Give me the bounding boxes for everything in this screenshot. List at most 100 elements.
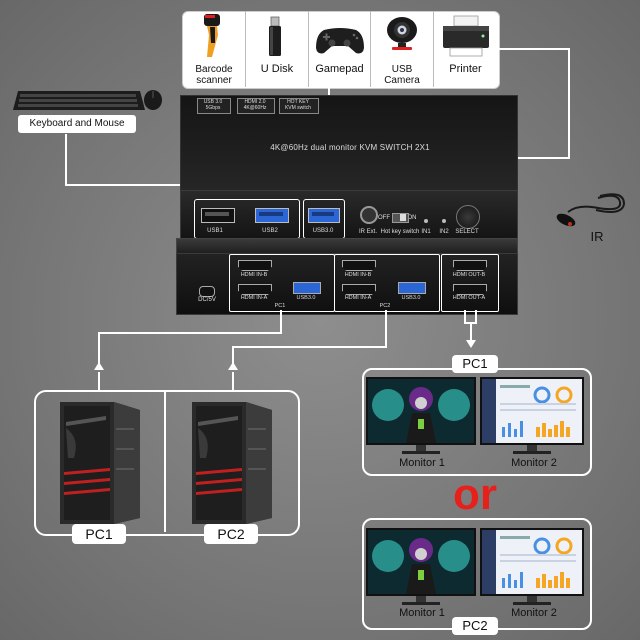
connector-line [98,372,100,390]
pc1-hdmi-a-label: HDMI IN-A [240,295,268,301]
connector-line [232,346,387,348]
printer-icon [443,15,489,57]
pc2-hdmi-a-label: HDMI IN-A [344,295,372,301]
connector-line [98,332,282,334]
pc2-hdmi-b-port [342,260,376,271]
dc-jack [199,286,215,297]
arrow-up-icon [228,362,238,370]
monitor-1-label: Monitor 1 [399,457,445,469]
usb3-label: USB3.0 [312,228,334,234]
gamepad-icon [316,28,364,54]
hotkey-switch-knob [400,214,406,221]
connector-line [464,310,466,324]
keyboard-icon [13,91,145,110]
hdmi-out-a-port [453,284,487,295]
gamepad-label: Gamepad [315,63,364,75]
divider [370,11,371,87]
ir-label: IR [590,229,604,244]
spec-badge [197,98,231,114]
barcode-scanner-icon [204,14,220,57]
usb2-label: USB2 [262,228,278,234]
spec-badge-bottom: 4K@60Hz [243,105,267,111]
connector-line [568,49,570,159]
hdmi-out-b-label: HDMI OUT-B [452,272,486,278]
dc-label: DC/5V [198,297,216,303]
select-button[interactable] [456,205,480,229]
in1-led [424,219,428,223]
switch-off-label: OFF [378,215,390,221]
hdmi-out-outline [441,254,499,312]
pc2-hdmi-a-port [342,284,376,295]
hdmi-out-b-port [453,260,487,271]
divider [308,11,309,87]
pc1-hdmi-a-port [238,284,272,295]
monitor-1-icon [366,377,476,454]
ir-ext-jack [360,206,378,224]
monitor-2-icon [480,377,584,454]
pc2-usb-label: USB3.0 [401,295,421,301]
kvm-title: 4K@60Hz dual monitor KVM SWITCH 2X1 [270,143,430,152]
pc1-label: PC1 [72,524,126,544]
pc2-ports-label: PC2 [379,303,391,309]
pc1-hdmi-b-port [238,260,272,271]
switch-on-label: ON [407,215,417,221]
monitor-1-icon [366,528,476,605]
keyboard-label-box [18,115,136,133]
keyboard-label: Keyboard and Mouse [29,118,125,129]
connector-line [498,48,570,50]
udisk-label: U Disk [260,63,294,75]
pc2-hdmi-b-label: HDMI IN-B [344,272,372,278]
pc2-usb-port [398,282,426,294]
hotkey-label: Hot key switch [380,229,420,235]
connector-line [98,332,100,366]
spec-badge [237,98,275,114]
arrow-down-icon [466,340,476,348]
pc2-ports-outline [334,254,440,312]
monitor-2-label: Monitor 2 [511,607,557,619]
barcode-scanner-label: Barcode scanner [195,64,233,86]
hdmi-out-a-label: HDMI OUT-A [452,295,486,301]
webcam-icon [387,17,417,50]
divider [245,11,246,87]
pc1-hdmi-b-label: HDMI IN-B [240,272,268,278]
usb1-label: USB1 [207,228,223,234]
spec-badge-bottom: KVM switch [284,105,312,111]
connector-line [470,322,472,342]
pc1-ports-label: PC1 [274,303,286,309]
in1-label: IN1 [421,229,431,235]
pc-panel-divider [164,390,166,532]
usb3-port-tongue [312,212,334,216]
pc2-label: PC2 [204,524,258,544]
connector-line [385,310,387,334]
spec-badge-bottom: 5Gbps [205,105,221,111]
printer-label: Printer [449,63,482,75]
in2-label: IN2 [439,229,449,235]
in2-led [442,219,446,223]
divider [433,11,434,87]
pc1-usb-label: USB3.0 [296,295,316,301]
pc-panel [34,390,300,536]
usb2-port-tongue [259,212,283,216]
select-label: SELECT [455,229,479,235]
connector-line [475,310,477,324]
connector-line [232,346,234,366]
monitor-group-2-label: PC2 [452,617,498,635]
monitor-group-1-label: PC1 [452,355,498,373]
pc2-tower-icon [192,402,272,524]
connector-line [280,310,282,334]
pc1-tower-icon [60,402,140,524]
spec-badge-top: HOT KEY [287,99,309,105]
monitor-2-label: Monitor 2 [511,457,557,469]
mouse-icon [144,90,162,110]
spec-badge-top: USB 3.0 [203,99,223,105]
connector-line [385,332,387,348]
monitor-1-label: Monitor 1 [399,607,445,619]
usb-disk-icon [269,16,281,56]
connector-line [232,372,234,390]
pc1-usb-port [293,282,321,294]
kvm-front-face [180,190,518,240]
or-text: or [453,470,497,519]
usb1-port-tongue [205,212,229,216]
arrow-up-icon [94,362,104,370]
peripheral-panel [182,11,500,89]
